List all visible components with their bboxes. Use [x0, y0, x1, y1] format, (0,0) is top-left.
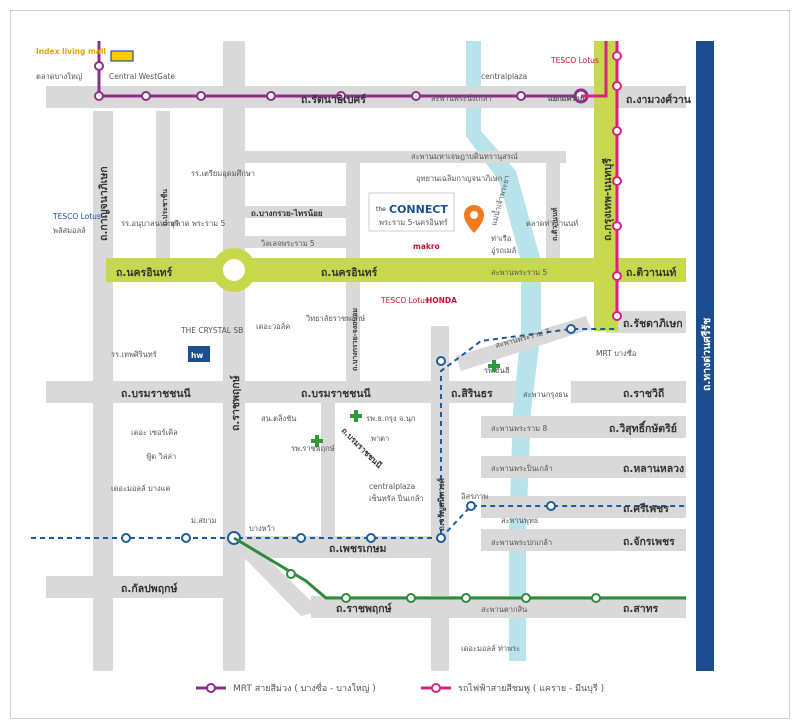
- green-stations: [286, 569, 601, 603]
- place-rp-thonburi: รพ.ธ.กรุง จ.นุก: [366, 414, 415, 423]
- place-central-plaza-top: centralplaza: [481, 72, 527, 81]
- place-bang-wa: บางหว้า: [249, 524, 275, 533]
- label-nakhon-in-left: ถ.นครอินทร์: [116, 266, 173, 279]
- place-honda: HONDA: [426, 296, 457, 305]
- label-bridge-phut: สะพานพุทธ: [501, 516, 538, 525]
- label-charan: ถ.จรัญสนิทวงศ์: [436, 477, 447, 531]
- place-tesco-mid: TESCO Lotus: [380, 296, 429, 305]
- place-the-circle: เดอะ เซอร์เคิล: [131, 428, 178, 437]
- place-the-mall-thapra: เดอะมอลล์ ท่าพระ: [461, 644, 520, 653]
- map-canvas[interactable]: ถ.รัตนาธิเบศร์ ถ.งามวงศ์วาน ถ.นครอินทร์ …: [11, 11, 789, 718]
- label-krungthep-nonthaburi: ถ.กรุงเทพ-นนทบุรี: [601, 158, 615, 241]
- label-sathorn: ถ.สาทร: [623, 603, 659, 615]
- place-the-mall-bangkae: เดอะมอลล์ บางแค: [111, 484, 170, 493]
- place-pier: ท่าเรือ: [491, 234, 511, 243]
- place-rr-triamudom: รร.เตรียมอุดมศึกษา: [191, 169, 255, 178]
- place-index: Index living mall: [36, 47, 106, 56]
- label-tiwanon-soi: ถ.ติวานนท์: [550, 207, 559, 241]
- place-talad-nam-non: ตลาดท่าน้ำนนท์: [526, 218, 578, 228]
- label-ratchawithi: ถ.ราชวิถี: [623, 387, 664, 400]
- place-rp-ratchaphruek: รพ.ราชพฤกษ์: [291, 444, 335, 453]
- roads-minor: [46, 41, 686, 671]
- label-prachachuen: ถ.ประชาชื่น: [159, 189, 169, 226]
- purple-stations: [94, 61, 526, 101]
- label-lan-luang: ถ.หลานหลวง: [623, 463, 684, 475]
- label-rattanathibet: ถ.รัตนาธิเบศร์: [301, 93, 366, 106]
- place-central-westgate: Central WestGate: [109, 72, 175, 81]
- place-village-rama5: วิลเลจพระราม 5: [260, 239, 315, 248]
- label-bridge-pinklao: สะพานพระปิ่นเกล้า: [491, 463, 553, 473]
- blue-stations: [121, 324, 576, 545]
- project-marker[interactable]: [368, 192, 484, 233]
- project-subtitle: พระราม 5-นครอินทร์: [379, 218, 448, 227]
- label-bridge-rama8: สะพานพระราม 8: [491, 424, 547, 433]
- label-borom-left: ถ.บรมราชชนนี: [121, 387, 192, 400]
- place-itsaraphap: อิสรภาพ: [461, 492, 489, 501]
- place-yupa: อุทยานเฉลิมกาญจนาภิเษก: [416, 174, 502, 183]
- label-tiwanon: ถ.ติวานนท์: [626, 266, 676, 279]
- label-ratchaphruek-vertical: ถ.ราชพฤกษ์: [229, 375, 242, 431]
- label-bridge-maha: สะพานมหาเจษฎาบดินทรานุสรณ์: [411, 152, 518, 161]
- place-makro: makro: [413, 242, 440, 251]
- project-name-prefix: the: [376, 206, 386, 213]
- label-bang-kruai-jongthanom: ถ.บางกรวย-จงถนอม: [351, 308, 359, 371]
- place-hw: hw: [191, 351, 203, 360]
- place-rr-thepsirin: รร.เทพศิรินทร์: [111, 350, 157, 359]
- green-line: [233, 536, 686, 600]
- place-bus: อู่รถเมล์: [491, 246, 516, 255]
- place-tesco-top: TESCO Lotus: [550, 56, 599, 65]
- hospital-icon: [311, 360, 500, 447]
- legend-pink-line: รถไฟฟ้าสายสีชมพู ( แคราย - มีนบุรี ): [458, 683, 604, 694]
- place-tesco-left-sub: พลัสมอลล์: [53, 226, 86, 235]
- label-wisutkasat: ถ.วิสุทธิ์กษัตริย์: [609, 420, 677, 436]
- label-bridge-pra-nangklao: สะพานพระนั่งเกล้า: [431, 93, 492, 103]
- map-frame: ถ.รัตนาธิเบศร์ ถ.งามวงศ์วาน ถ.นครอินทร์ …: [10, 10, 790, 719]
- label-sirindhorn: ถ.สิรินธร: [451, 388, 493, 400]
- place-m-siam: ม.สยาม: [191, 516, 217, 525]
- label-sriphet: ถ.ศรีเพชร: [623, 502, 669, 515]
- label-bridge-rama5: สะพานพระราม 5: [491, 268, 547, 277]
- label-kanlapaphruek: ถ.กัลปพฤกษ์: [121, 582, 178, 595]
- label-bang-kruai-sai-noi: ถ.บางกรวย-ไทรน้อย: [251, 208, 323, 218]
- place-rp-yanhee: รพ.ยันฮี: [484, 366, 509, 375]
- place-sanam-luang2: สน.ตลิ่งชัน: [261, 413, 296, 423]
- place-rr-anuban: รร.อนุบาลนนทบุรี: [121, 219, 179, 228]
- place-the-crystal: THE CRYSTAL SB: [180, 326, 243, 335]
- place-central-pinklao-sub: เซ็นทรัล ปิ่นเกล้า: [369, 493, 424, 503]
- label-bridge-pokklao: สะพานพระปกเกล้า: [491, 538, 552, 547]
- legend: MRT สายสีม่วง ( บางซื่อ - บางใหญ่ ) รถไฟ…: [196, 681, 604, 694]
- label-nakhon-in-mid: ถ.นครอินทร์: [321, 266, 378, 279]
- place-central-pinklao: centralplaza: [369, 482, 415, 491]
- label-bridge-krungthon: สะพานกรุงธน: [523, 390, 568, 399]
- label-bridge-taksin: สะพานตากสิน: [481, 605, 527, 614]
- label-phet-kasem: ถ.เพชรเกษม: [329, 543, 386, 555]
- place-talad-rama5: ตลาด พระราม 5: [171, 219, 226, 228]
- pink-stations: [612, 51, 622, 321]
- label-rachadaphisek: ถ.รัชดาภิเษก: [623, 318, 683, 330]
- legend-purple-line: MRT สายสีม่วง ( บางซื่อ - บางใหญ่ ): [233, 681, 376, 694]
- label-ngamwongwan: ถ.งามวงศ์วาน: [626, 93, 692, 106]
- label-borom-diag: ถ.บรมราชชนนี: [340, 425, 385, 470]
- place-college-ratchaphruek: วิทยาลัยราชพฤกษ์: [305, 314, 365, 323]
- roads-major: [106, 41, 686, 331]
- label-borom-mid: ถ.บรมราชชนนี: [301, 387, 372, 400]
- label-ratchaphruek-bottom: ถ.ราชพฤกษ์: [336, 602, 392, 615]
- expressway: [696, 41, 714, 671]
- hw-logo: [188, 346, 210, 362]
- label-expressway: ถ.ทางด่วนศรีรัช: [700, 318, 713, 391]
- ikea-logo: [110, 50, 134, 62]
- place-tesco-left: TESCO Lotus: [52, 212, 101, 221]
- project-name: CONNECT: [389, 203, 448, 216]
- place-talad-bang-yai: ตลาดบางใหญ่: [36, 72, 82, 81]
- place-khae-rai: แยกแคราย: [548, 94, 584, 103]
- place-pata: พาตา: [371, 434, 389, 443]
- label-kanchanaphisek: ถ.กาญจนาภิเษก: [98, 166, 110, 241]
- place-the-walk: เดอะวอล์ค: [256, 322, 290, 331]
- label-chakkraphet: ถ.จักรเพชร: [623, 536, 675, 548]
- place-mrt-bang-sue: MRT บางซื่อ: [596, 348, 636, 358]
- place-food-villa: ฟู้ด วิลล่า: [146, 452, 176, 461]
